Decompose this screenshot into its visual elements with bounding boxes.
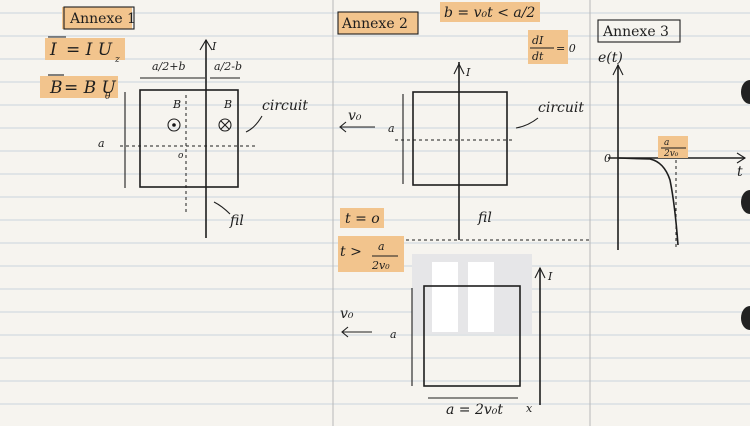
emf-curve: [617, 157, 679, 246]
eq-b: b = v₀t < a/2: [444, 5, 535, 21]
wire-arrow-lower: [534, 266, 546, 279]
label-v0-lower: v₀: [340, 306, 354, 322]
eq-field-sub: θ: [105, 92, 111, 102]
punch-hole-1: [741, 80, 750, 104]
annexe2-title-box: [337, 11, 419, 35]
circuit-pointer-annexe2: [515, 117, 539, 129]
field-in-cross: [220, 120, 230, 130]
label-I-annexe1: I: [211, 40, 217, 53]
label-B1: B: [172, 98, 181, 111]
field-out-symbol: [167, 118, 181, 132]
origin-label: 0: [604, 152, 611, 165]
wire-arrow-annexe1: [199, 38, 213, 51]
v0-arrow-lower: [341, 326, 372, 338]
circuit-square-annexe1: [139, 89, 239, 188]
t-gt-highlight: [338, 236, 404, 272]
label-origin-o: o: [178, 151, 184, 161]
field-out-dot: [172, 123, 176, 127]
annexe1: Annexe 1 I = I U z B = B U θ a/2+b a/2-b…: [40, 6, 308, 238]
annexe3-title: Annexe 3: [602, 24, 669, 40]
circuit-square-annexe2: [412, 91, 508, 186]
wire-arrow-annexe2: [453, 62, 465, 75]
eq-current-highlight: [45, 38, 125, 60]
label-fil-annexe1: fil: [229, 213, 244, 229]
eq-field-rhs: = B U: [64, 78, 117, 98]
label-circuit-annexe1: circuit: [262, 98, 308, 114]
label-t-den: 2v₀: [371, 259, 390, 272]
label-a-annexe2: a: [388, 122, 395, 135]
y-axis-label: e(t): [598, 50, 623, 66]
eq-b-highlight: [440, 2, 540, 22]
eq-dIdt-den: dt: [532, 50, 544, 63]
annexe2-title: Annexe 2: [341, 16, 408, 32]
label-bottom: a = 2v₀t: [446, 402, 503, 418]
annexe3: Annexe 3 e(t) 0 t a 2v₀: [597, 19, 747, 250]
tick-den: 2v₀: [663, 149, 679, 159]
label-t-num: a: [378, 240, 385, 253]
circuit-square-lower: [423, 285, 521, 387]
annexe1-title: Annexe 1: [69, 11, 136, 27]
y-axis-arrow: [612, 63, 624, 76]
annexe3-title-box: [597, 19, 681, 43]
eq-dIdt-num: dI: [532, 34, 544, 47]
label-right-width: a/2-b: [214, 60, 242, 73]
eq-current-rhs: = I U: [66, 40, 113, 60]
t0-highlight: [340, 208, 384, 228]
fil-pointer-annexe1: [213, 201, 231, 215]
field-in-symbol: [218, 118, 232, 132]
x-axis-arrow: [736, 152, 747, 164]
label-B2: B: [223, 98, 232, 111]
eq-current-lhs: I: [49, 40, 57, 60]
label-v0-annexe2: v₀: [348, 108, 362, 124]
label-a-annexe1: a: [98, 137, 105, 150]
punch-hole-2: [741, 190, 750, 214]
label-left-width: a/2+b: [152, 60, 186, 73]
eq-field-highlight: [40, 76, 118, 98]
circuit-pointer-annexe1: [245, 115, 263, 133]
annexe2-title-highlight: [338, 12, 418, 34]
label-t-gt: t >: [340, 244, 362, 260]
label-x: x: [526, 402, 533, 415]
v0-arrow-annexe2: [339, 121, 375, 133]
eq-dIdt-highlight: [528, 30, 568, 64]
label-t0: t = o: [345, 211, 380, 227]
label-a-lower: a: [390, 328, 397, 341]
x-axis-label: t: [737, 164, 743, 180]
label-I-lower: I: [547, 270, 553, 283]
annexe2: Annexe 2 b = v₀t < a/2 dI dt = 0 I a v₀ …: [337, 2, 590, 418]
tick-label-highlight: [658, 136, 688, 158]
blurred-strip-1: [432, 262, 458, 332]
label-fil-annexe2: fil: [477, 210, 492, 226]
label-circuit-annexe2: circuit: [538, 100, 584, 116]
annexe1-title-highlight: [62, 7, 132, 29]
annexe1-title-box: [63, 6, 135, 30]
tick-num: a: [664, 138, 669, 148]
eq-dIdt-rhs: = 0: [556, 42, 576, 55]
eq-current-sub: z: [114, 55, 120, 65]
blurred-strip-2: [468, 262, 494, 332]
punch-hole-3: [741, 306, 750, 330]
label-I-annexe2: I: [465, 66, 471, 79]
eq-field-lhs: B: [49, 78, 63, 98]
